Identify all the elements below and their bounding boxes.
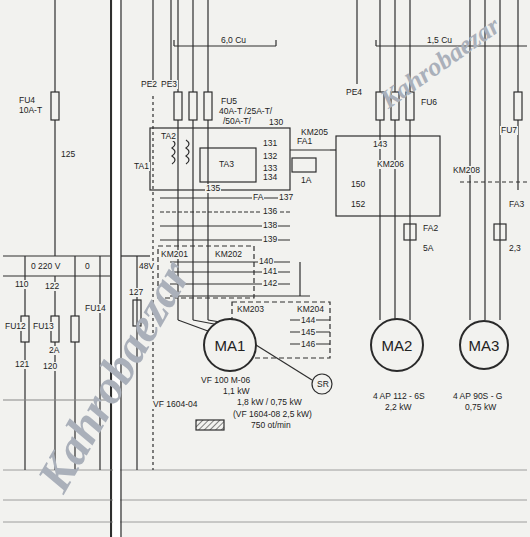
wire-label: 136 xyxy=(262,207,278,216)
wire-label: 145 xyxy=(300,328,316,337)
wire-label: 2,3 xyxy=(508,244,522,253)
wire-label: TA3 xyxy=(218,160,235,169)
wire-label: 0 xyxy=(84,262,91,271)
wire-label: FU7 xyxy=(500,126,518,135)
wire-label: TA2 xyxy=(160,132,177,141)
wire-label: FA2 xyxy=(422,224,439,233)
wire-label: 134 xyxy=(262,173,278,182)
wire-label: 1,1 kW xyxy=(222,387,250,396)
wire-label: 10A-T xyxy=(18,106,43,115)
wire-label: 110 xyxy=(14,280,30,289)
wire-label: 125 xyxy=(60,150,76,159)
wire-label: FA3 xyxy=(508,200,525,209)
wire-label: 1,8 kW / 0,75 kW xyxy=(236,398,303,407)
wire-label: 0,75 kW xyxy=(464,403,497,412)
wire-label: 4 AP 112 - 6S xyxy=(372,392,426,401)
wire-label: FU4 xyxy=(18,96,36,105)
motor-circle: MA1 xyxy=(203,318,257,372)
wire-label: KM205 xyxy=(300,128,329,137)
wire-label: (VF 1604-08 2,5 kW) xyxy=(232,410,313,419)
wire-label: 142 xyxy=(262,279,278,288)
wire-label: 132 xyxy=(262,152,278,161)
wire-label: PE2 xyxy=(140,80,158,89)
wire-label: PE4 xyxy=(345,88,363,97)
wire-label: KM208 xyxy=(452,166,481,175)
wire-label: 121 xyxy=(14,360,30,369)
wire-label: 1A xyxy=(300,176,312,185)
wire-label: 152 xyxy=(350,200,366,209)
wire-label: 139 xyxy=(262,235,278,244)
wire-label: VF 100 M-06 xyxy=(200,376,251,385)
wire-label: /50A-T/ xyxy=(222,117,252,126)
wire-label: 6,0 Cu xyxy=(220,36,247,45)
wire-label: 5A xyxy=(422,244,434,253)
motor-name: MA2 xyxy=(382,337,413,354)
wire-label: KM204 xyxy=(296,305,325,314)
wire-label: 137 xyxy=(278,193,294,202)
wire-label: 4 AP 90S - G xyxy=(452,392,503,401)
wire-label: 0 220 V xyxy=(30,262,61,271)
wire-label: 138 xyxy=(262,221,278,230)
wire-label: FU5 xyxy=(220,97,238,106)
wire-label: 130 xyxy=(268,118,284,127)
wire-label: VF 1604-04 xyxy=(152,400,198,409)
wire-label: KM203 xyxy=(236,305,265,314)
wire-label: SR xyxy=(316,380,330,389)
wire-label: 40A-T /25A-T/ xyxy=(218,107,273,116)
wire-label: 140 xyxy=(258,257,274,266)
wire-label: 122 xyxy=(44,282,60,291)
wire-label: 2,2 kW xyxy=(384,403,412,412)
wire-label: FU12 xyxy=(4,322,27,331)
wire-label: 144 xyxy=(300,316,316,325)
wire-label: KM202 xyxy=(214,250,243,259)
wire-label: FU6 xyxy=(420,98,438,107)
motor-circle: MA2 xyxy=(370,318,424,372)
wire-label: FA xyxy=(252,193,264,202)
wire-label: 120 xyxy=(42,362,58,371)
wire-label: 133 xyxy=(262,164,278,173)
wire-label: FU14 xyxy=(84,304,107,313)
wire-label: TA1 xyxy=(133,162,150,171)
wire-label: 2A xyxy=(48,346,60,355)
wire-label: 150 xyxy=(350,180,366,189)
wire-label: FU13 xyxy=(32,322,55,331)
wire-label: 141 xyxy=(262,267,278,276)
motor-name: MA1 xyxy=(215,337,246,354)
wire-label: KM206 xyxy=(376,160,405,169)
wire-label: FA1 xyxy=(296,137,313,146)
wire-label: 143 xyxy=(372,140,388,149)
motor-name: MA3 xyxy=(469,337,500,354)
wire-label: 135 xyxy=(205,184,221,193)
wire-label: 146 xyxy=(300,340,316,349)
wire-label: 750 ot/min xyxy=(250,421,292,430)
wire-label: 131 xyxy=(262,139,278,148)
motor-circle: MA3 xyxy=(459,320,509,370)
wire-label: PE3 xyxy=(160,80,178,89)
